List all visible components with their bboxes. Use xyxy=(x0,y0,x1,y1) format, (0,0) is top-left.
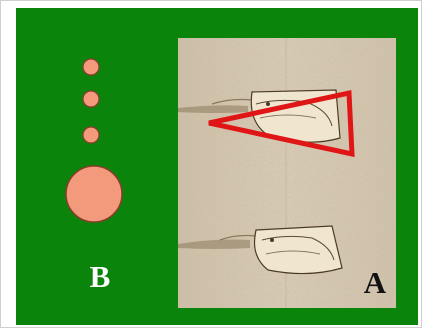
diagram-canvas: B A xyxy=(16,8,418,325)
diagram-panel: B A xyxy=(16,8,418,325)
label-a: A xyxy=(364,265,387,300)
large-circle xyxy=(66,166,122,222)
small-circle-3 xyxy=(83,127,99,143)
small-circle-2 xyxy=(83,91,99,107)
small-circle-1 xyxy=(83,59,99,75)
label-b: B xyxy=(90,259,111,294)
